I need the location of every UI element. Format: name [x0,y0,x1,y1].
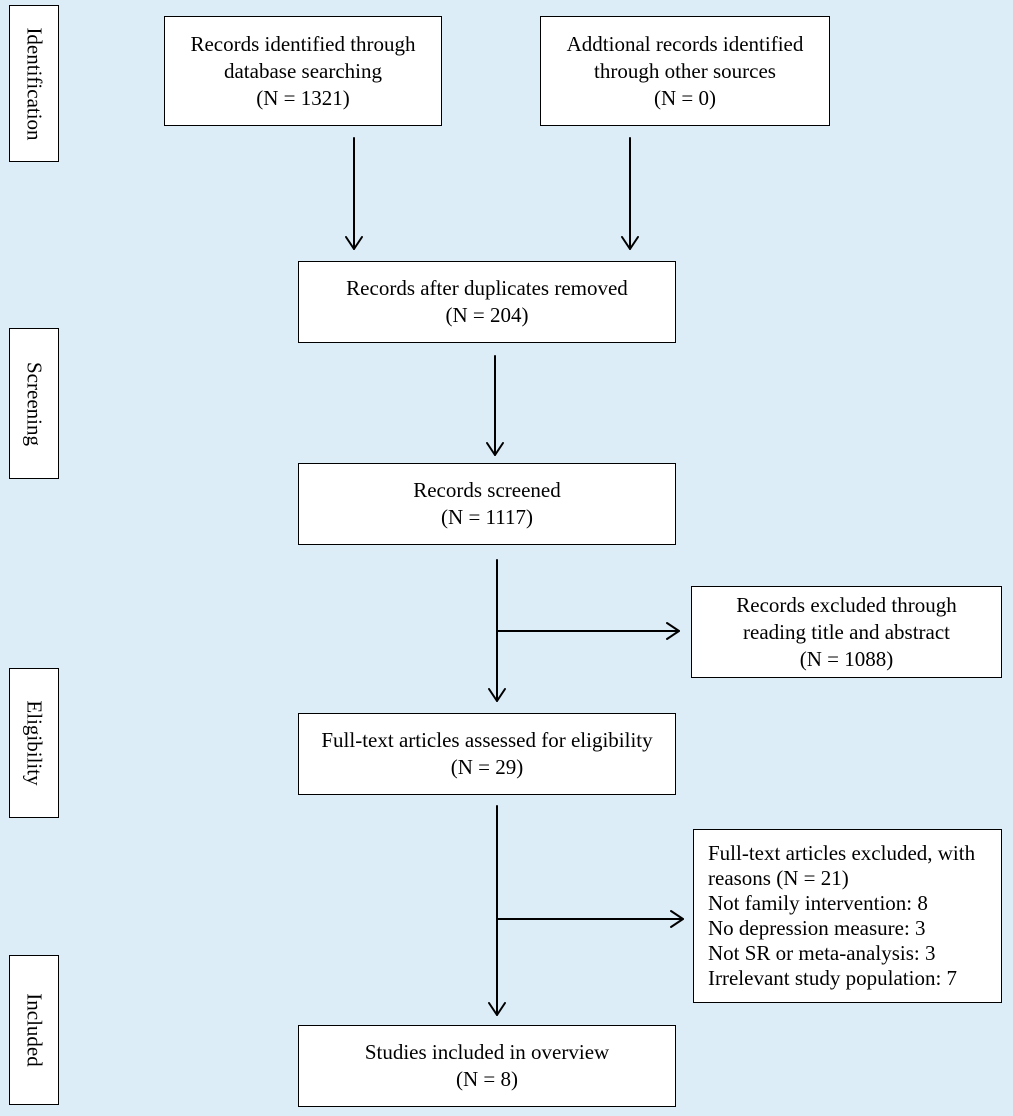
database-records-box: Records identified through database sear… [164,16,442,126]
box-text-line: through other sources [594,58,776,83]
other-sources-box: Addtional records identified through oth… [540,16,830,126]
full-text-assessed-box: Full-text articles assessed for eligibil… [298,713,676,795]
box-text-line: Records identified through [190,31,416,56]
stage-included: Included [9,955,59,1105]
excluded-title-abstract-box: Records excluded through reading title a… [691,586,1002,678]
box-text-line: (N = 29) [450,755,524,779]
box-text-line: reasons (N = 21) [708,866,849,890]
arrow-duplicates-to-screened [486,355,504,456]
arrow-to-fulltext-excluded [496,910,684,928]
box-text-line: Irrelevant study population: 7 [708,966,958,990]
stage-identification: Identification [9,5,59,162]
box-text-line: (N = 0) [654,85,716,110]
box-text-line: No depression measure: 3 [708,916,926,940]
records-screened-box: Records screened (N = 1117) [298,463,676,545]
box-text-line: Studies included in overview [364,1040,610,1064]
box-text-line: Not family intervention: 8 [708,891,928,915]
arrow-database-to-duplicates [345,137,363,250]
stage-eligibility: Eligibility [9,668,59,818]
arrow-other-to-duplicates [621,137,639,250]
box-text-line: Full-text articles assessed for eligibil… [321,728,653,752]
box-text-line: reading title and abstract [743,619,950,644]
arrow-fulltext-to-included [488,805,506,1016]
box-text-line: (N = 204) [445,303,529,327]
arrow-to-excluded-title-abstract [496,622,680,640]
box-text-line: (N = 8) [456,1067,518,1091]
box-text-line: Addtional records identified [566,31,804,56]
box-text-line: database searching [223,58,382,83]
box-text-line: Records excluded through [736,592,957,617]
box-text-line: (N = 1088) [799,646,894,671]
box-text-line: Records screened [413,478,561,502]
box-text-line: (N = 1117) [441,505,533,529]
stage-screening: Screening [9,328,59,479]
box-text-line: Records after duplicates removed [346,276,628,300]
full-text-excluded-box: Full-text articles excluded, with reason… [693,829,1002,1003]
duplicates-removed-box: Records after duplicates removed (N = 20… [298,261,676,343]
box-text-line: Not SR or meta-analysis: 3 [708,941,936,965]
studies-included-box: Studies included in overview (N = 8) [298,1025,676,1107]
box-text-line: (N = 1321) [256,85,350,110]
box-text-line: Full-text articles excluded, with [708,841,976,865]
